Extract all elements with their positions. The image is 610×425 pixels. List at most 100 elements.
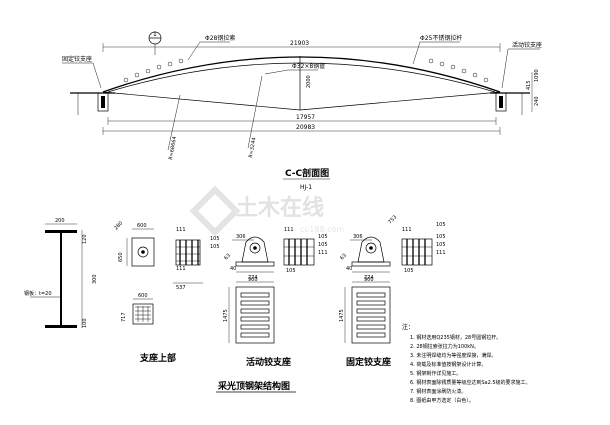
arch-bottom-chord [107, 62, 496, 93]
dim-text: 105 [210, 244, 220, 250]
dim-radius-inner: R=3244 [248, 137, 257, 158]
detail-fixed-support: 306 63 40 774 753 105 111 105 105 111 10… [339, 214, 446, 368]
label-rod-tension: Φ28钢拉索 [205, 34, 235, 42]
detail-support-top: 200 120 300 100 钢板：t=20 600 280 650 111 … [24, 218, 220, 364]
note-item: 5. 钢架制作详见施工。 [410, 370, 461, 377]
dim-text: 120 [82, 234, 88, 244]
notes-heading: 注： [402, 323, 414, 331]
base-plate [132, 303, 154, 325]
tension-cable [102, 91, 501, 111]
fixed-base-plan [351, 286, 391, 344]
dim-text: 774 [248, 275, 258, 281]
dim-text: 280 [113, 220, 124, 231]
dim-text: 1475 [223, 309, 229, 322]
flange-bottom [45, 325, 77, 328]
plate-label: 钢板：t=20 [24, 290, 52, 297]
hinge-lug [241, 236, 269, 263]
dim-end-height-c: 240 [534, 96, 540, 106]
note-item: 8. 图纸由甲方选定（白色）。 [410, 397, 474, 404]
sliding-support-right [490, 92, 530, 115]
dim-text: 111 [436, 250, 446, 256]
dim-radius-outer: R=68664 [168, 136, 178, 160]
side-plate [131, 237, 155, 267]
section-scale-tag: HJ-1 [300, 184, 312, 191]
dim-text: 774 [364, 275, 374, 281]
dim-text: 753 [387, 214, 398, 225]
hinge-base [235, 261, 275, 267]
dim-end-height-b: 1090 [534, 69, 540, 82]
fixed-bolt-group [401, 238, 433, 266]
callout-number: 1 [153, 31, 157, 38]
dim-text: 63 [223, 253, 232, 262]
sliding-bolt-group [283, 238, 315, 266]
note-item: 1. 钢材选用Q235钢材，28号圆钢拉杆。 [410, 334, 501, 341]
section-title: C-C剖面图 [285, 167, 329, 179]
dim-text: 105 [404, 268, 414, 274]
dim-total-span: 20983 [296, 124, 315, 131]
dim-text: 306 [353, 234, 363, 240]
dim-text: 105 [286, 268, 296, 274]
web-plate [60, 233, 62, 325]
notes-block: 注： 1. 钢材选用Q235钢材，28号圆钢拉杆。 2. 28钢拉索张拉力为10… [402, 323, 531, 404]
dim-text: 111 [176, 266, 186, 272]
bolt-group [175, 239, 201, 266]
caption-sliding-support: 活动铰支座 [246, 356, 291, 368]
watermark-text: 土木在线 [236, 195, 324, 221]
dim-text: 306 [236, 234, 246, 240]
dim-end-height-a: 415 [526, 80, 532, 90]
dim-top-span: 21903 [290, 40, 309, 47]
watermark-logo-icon [189, 185, 241, 237]
dim-text: 40 [230, 266, 236, 272]
arch-top-chord [102, 56, 501, 93]
label-steel-pipe: Φ32×8钢管 [292, 62, 325, 70]
label-sliding-support: 活动铰支座 [512, 41, 542, 49]
dim-inner-span: 17957 [296, 114, 315, 121]
caption-fixed-support: 固定铰支座 [346, 356, 391, 368]
flange-top [45, 230, 77, 233]
dim-text: 111 [402, 227, 412, 233]
dim-text: 650 [118, 252, 124, 262]
note-item: 4. 荷载及标准值按钢架设计计算。 [410, 361, 486, 368]
dim-text: 111 [176, 227, 186, 233]
dim-text: 111 [284, 227, 294, 233]
dim-mid-height: 2000 [306, 75, 312, 88]
sliding-base-plan [235, 286, 275, 344]
note-item: 2. 28钢拉索张拉力为100kN。 [410, 343, 479, 350]
fixed-hinge-lug [357, 236, 385, 263]
fixed-support-left [70, 92, 115, 115]
note-item: 6. 钢材表面除锈质量等级应达到Sa2.5级的要求施工。 [410, 379, 531, 386]
fixed-hinge-base [351, 261, 391, 267]
dim-text: 900 [364, 277, 374, 283]
dim-text: 600 [137, 223, 147, 229]
drawing-title: 采光顶钢架结构图 [217, 380, 290, 392]
dim-text: 200 [55, 218, 65, 224]
base-plate-hatch [135, 306, 151, 322]
dim-text: 537 [176, 285, 186, 291]
dim-text: 105 [318, 242, 328, 248]
section-callout: 1 [148, 31, 162, 55]
watermark: 土木在线 co188.com [189, 185, 344, 237]
watermark-url: co188.com [300, 225, 344, 234]
label-fixed-support: 固定铰支座 [62, 55, 92, 63]
dim-text: 111 [318, 250, 328, 256]
caption-support-top: 支座上部 [139, 352, 176, 364]
section-cc: 21903 1 [62, 31, 542, 191]
dim-text: 63 [339, 253, 348, 262]
note-item: 7. 钢材表面涂刷防火漆。 [410, 388, 466, 395]
detail-sliding-support: 306 63 40 774 111 105 105 111 105 900 14… [223, 227, 328, 368]
dim-text: 900 [248, 277, 258, 283]
fixed-base-holes [356, 292, 386, 338]
note-item: 3. 未注明焊缝均为等强度焊接，满焊。 [410, 352, 496, 359]
sliding-slots [240, 292, 270, 338]
dim-text: 717 [121, 312, 127, 322]
label-stainless-rod: Φ25不锈钢拉杆 [420, 34, 462, 42]
dim-text: 300 [92, 274, 98, 284]
dim-text: 105 [436, 222, 446, 228]
dim-text: 1475 [339, 309, 345, 322]
dim-text: 40 [346, 266, 352, 272]
dim-text: 105 [436, 234, 446, 240]
dim-text: 600 [138, 293, 148, 299]
dim-text: 100 [82, 318, 88, 328]
arch-web-holes [123, 58, 489, 83]
